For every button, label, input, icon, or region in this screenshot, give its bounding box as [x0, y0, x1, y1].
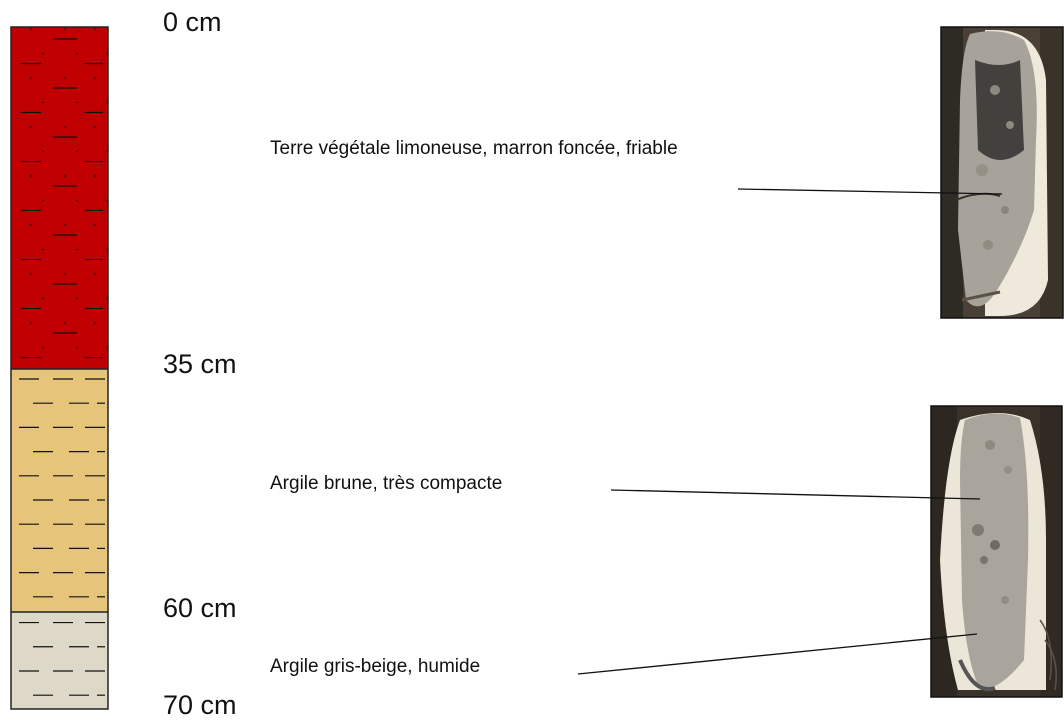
silt-dot-mark — [94, 28, 96, 30]
layer-description-brown-clay: Argile brune, très compacte — [270, 473, 503, 494]
silt-dot-mark — [94, 224, 96, 226]
silt-dot-mark — [30, 322, 32, 324]
silt-dot-mark — [94, 273, 96, 275]
silt-dot-mark — [76, 248, 78, 251]
leader-line-grey-clay — [577, 633, 978, 675]
photo-frame — [930, 405, 1063, 698]
silt-dot-mark — [30, 273, 32, 275]
depth-label-70: 70 cm — [163, 690, 237, 720]
silt-dot-mark — [64, 126, 66, 128]
silt-dot-mark — [76, 297, 78, 300]
silt-dot-mark — [94, 126, 96, 128]
silt-dot-mark — [30, 224, 32, 226]
depth-label-35: 35 cm — [163, 349, 237, 379]
silt-dot-mark — [64, 28, 66, 30]
photo-frame — [940, 26, 1064, 319]
silt-dot-mark — [94, 77, 96, 79]
silt-dot-mark — [76, 199, 78, 202]
silt-dot-mark — [76, 150, 78, 153]
soil-pattern-marks — [19, 28, 108, 696]
silt-dot-mark — [30, 175, 32, 177]
silt-dot-mark — [64, 77, 66, 79]
silt-dot-mark — [42, 248, 44, 251]
silt-dot-mark — [64, 224, 66, 226]
silt-dot-mark — [30, 126, 32, 128]
leader-line-topsoil — [737, 188, 1003, 195]
silt-dot-mark — [76, 346, 78, 349]
silt-dot-mark — [76, 52, 78, 55]
depth-label-0: 0 cm — [163, 7, 222, 37]
soil-core-photo-clay — [931, 406, 1062, 697]
silt-dot-mark — [30, 77, 32, 79]
silt-dot-mark — [64, 322, 66, 324]
silt-dot-mark — [42, 150, 44, 153]
soil-layer-grey-clay — [11, 612, 108, 709]
silt-dot-mark — [42, 346, 44, 349]
silt-dot-mark — [76, 101, 78, 104]
depth-label-60: 60 cm — [163, 593, 237, 623]
leader-line-brown-clay — [610, 489, 981, 500]
soil-core-photo-topsoil — [941, 27, 1063, 318]
layer-description-topsoil: Terre végétale limoneuse, marron foncée,… — [270, 138, 678, 159]
soil-layer-brown-clay — [11, 369, 108, 612]
silt-dot-mark — [42, 199, 44, 202]
soil-column — [10, 26, 109, 710]
layer-description-grey-clay: Argile gris-beige, humide — [270, 656, 481, 677]
silt-dot-mark — [42, 52, 44, 55]
silt-dot-mark — [42, 101, 44, 104]
silt-dot-mark — [30, 28, 32, 30]
silt-dot-mark — [94, 322, 96, 324]
silt-dot-mark — [94, 175, 96, 177]
soil-column-outline — [10, 26, 109, 710]
soil-layer-topsoil — [11, 27, 108, 369]
silt-dot-mark — [64, 175, 66, 177]
silt-dot-mark — [64, 273, 66, 275]
silt-dot-mark — [42, 297, 44, 300]
